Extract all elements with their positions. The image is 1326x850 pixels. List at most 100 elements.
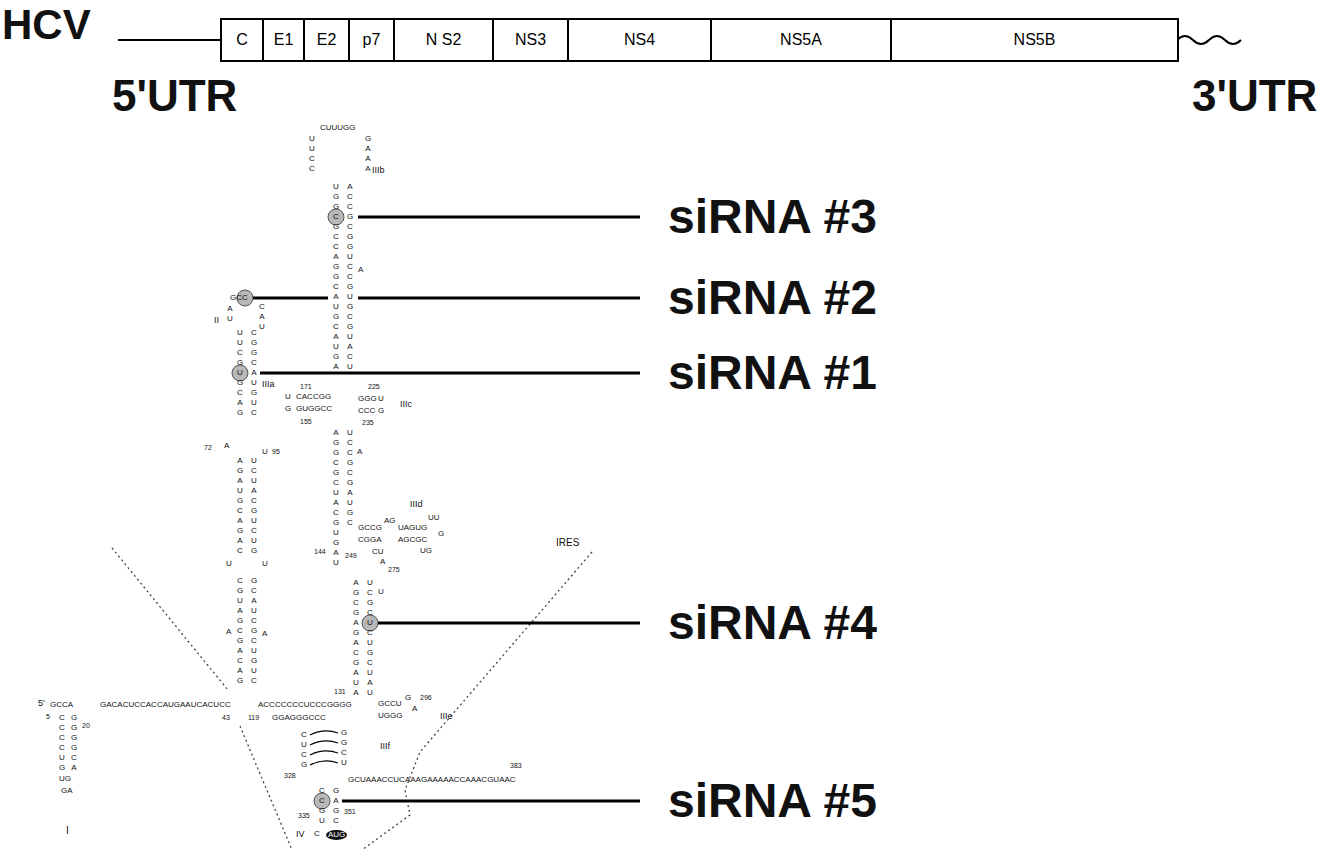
gene-name: N S2 [426, 31, 462, 49]
structure-label: GUGGCC [296, 405, 332, 413]
gene-box: C [220, 18, 264, 62]
structure-label: GCCA [50, 701, 73, 709]
leader-line [378, 622, 640, 625]
gene-name: E1 [274, 31, 294, 49]
structure-label: IIIc [400, 400, 412, 409]
sequence-strand: UGAU [332, 528, 340, 568]
ires-boundary [112, 548, 228, 690]
structure-label: U [285, 393, 291, 401]
structure-label: I [66, 826, 69, 836]
ires-boundary [362, 552, 592, 850]
structure-label: GGAGGGCCC [272, 714, 326, 722]
structure-label: 249 [345, 552, 357, 559]
gene-box: E2 [303, 18, 350, 62]
target-markers [232, 209, 378, 809]
gene-box: p7 [348, 18, 395, 62]
structure-label: U [262, 448, 268, 456]
gene-name: NS4 [624, 31, 655, 49]
title-label: siRNA #3 [668, 193, 877, 241]
structure-label: CU [372, 548, 384, 556]
structure-label: UGGG [378, 712, 402, 720]
sequence-strand: ACCGCGGUCCGUGCGUACU [346, 182, 354, 372]
structure-label: 72 [204, 444, 212, 451]
sequence-strand: GAGC [332, 786, 340, 826]
structure-label: A [226, 628, 231, 636]
structure-label: GCC [230, 294, 248, 302]
gene-name: E2 [317, 31, 337, 49]
structure-label: 225 [368, 383, 380, 390]
structure-label: U [378, 588, 384, 596]
structure-label: 351 [344, 808, 356, 815]
title-label: HCV [2, 4, 91, 46]
structure-label: U [226, 560, 232, 568]
structure-label: GCCU [378, 700, 402, 708]
genome-line [118, 39, 222, 41]
structure-label: 5 [46, 713, 50, 720]
structure-label: 43 [222, 714, 230, 721]
structure-label: ACCCCCCCUCCCGGGG [258, 701, 352, 709]
gene-name: C [236, 31, 248, 49]
structure-label: 144 [314, 548, 326, 555]
leader-line [342, 800, 640, 803]
structure-label: A [224, 442, 229, 450]
structure-label: UAGUG [398, 524, 427, 532]
title-label: siRNA #1 [668, 349, 877, 397]
pseudoknot-lines [310, 731, 338, 765]
structure-label: G [405, 694, 411, 702]
structure-label: IIIb [372, 166, 385, 175]
structure-label: G [438, 530, 444, 538]
structure-label: 383 [510, 762, 522, 769]
structure-label: GCUAAACCUCAAAGAAAAACCAAACGUAAC [348, 776, 516, 784]
structure-label: U [262, 560, 268, 568]
structure-label: 328 [284, 772, 296, 779]
sequence-strand: UUCGUGCAG [236, 328, 244, 418]
gene-box: NS5B [890, 18, 1179, 62]
structure-label: 155 [300, 418, 312, 425]
sequence-strand: GAAA [364, 134, 372, 174]
structure-label: IRES [556, 538, 579, 548]
sequence-strand: GCAUCGCUGUC [250, 576, 258, 686]
leader-line [260, 372, 640, 375]
gene-box: N S2 [393, 18, 494, 62]
structure-label: A [380, 558, 385, 566]
pairing-line [310, 751, 338, 755]
structure-label: CUUUGG [320, 124, 356, 132]
structure-label: 335 [298, 812, 310, 819]
gene-name: NS3 [515, 31, 546, 49]
sequence-strand: AU [226, 304, 234, 324]
structure-label: G [285, 405, 291, 413]
gene-box: NS5A [710, 18, 892, 62]
structure-label: GCCG [358, 524, 382, 532]
structure-label: 119 [248, 714, 259, 721]
gene-name: NS5A [780, 31, 822, 49]
structure-label: A [358, 266, 363, 274]
structure-label: UU [428, 514, 440, 522]
structure-label: U [378, 395, 384, 403]
gene-name: NS5B [1014, 31, 1056, 49]
leader-line [358, 297, 640, 300]
structure-label: AGCGC [398, 536, 427, 544]
sequence-strand: AGCGAGACGAUA [352, 578, 360, 698]
pairing-line [310, 731, 338, 735]
title-label: 3'UTR [1192, 74, 1317, 118]
structure-label: G [378, 407, 384, 415]
structure-label: IIIe [440, 712, 453, 721]
title-label: 5'UTR [112, 74, 237, 118]
structure-label: 296 [420, 694, 432, 701]
structure-label: C [314, 830, 320, 838]
structure-label: AG [384, 517, 396, 525]
sequence-strand: UCUACGUCUG [250, 456, 258, 556]
structure-label: CCC [358, 407, 375, 415]
title-label: siRNA #5 [668, 777, 877, 825]
title-label: siRNA #4 [668, 599, 877, 647]
sequence-strand: CGGCAUGUC [250, 328, 258, 418]
sequence-strand: CAU [258, 302, 266, 332]
structure-label: 20 [82, 722, 90, 729]
structure-label: IV [296, 830, 305, 839]
structure-label: GA [61, 787, 73, 795]
ires-boundary [240, 726, 292, 850]
sequence-strand: CCCCUG [58, 713, 66, 773]
poly-a-tail [1177, 36, 1241, 44]
